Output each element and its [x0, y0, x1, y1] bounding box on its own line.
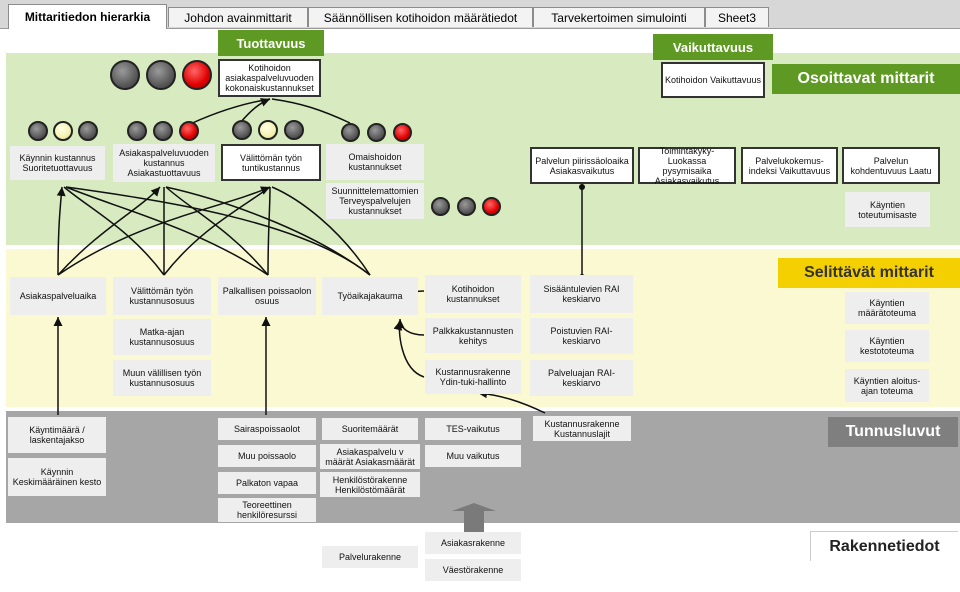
metric-palkaton-vapaa[interactable]: Palkaton vapaa — [218, 472, 316, 494]
metric-omaishoidon-kustannukset[interactable]: Omaishoidon kustannukset — [326, 144, 424, 180]
traffic-light-grey-icon — [232, 120, 252, 140]
metric-vaestorakenne[interactable]: Väestörakenne — [425, 559, 521, 581]
metric-kustannuslajit[interactable]: Kustannusrakenne Kustannuslajit — [533, 416, 631, 441]
tab-sheet3[interactable]: Sheet3 — [705, 7, 769, 27]
worksheet-canvas: Tuottavuus Vaikuttavuus Osoittavat mitta… — [0, 29, 960, 592]
metric-kayntien-maaratoteuma[interactable]: Käyntien määrätoteuma — [845, 292, 929, 324]
traffic-light-grey-icon — [431, 197, 450, 216]
traffic-light-grey-icon — [146, 60, 176, 90]
selittavat-mittarit-header: Selittävät mittarit — [778, 258, 960, 288]
traffic-light-yellow-icon — [53, 121, 73, 141]
metric-palkkakustannusten-kehitys[interactable]: Palkkakustannusten kehitys — [425, 318, 521, 353]
metric-suoritemaarat[interactable]: Suoritemäärät — [322, 418, 418, 440]
metric-kayntimaara[interactable]: Käyntimäärä / laskentajakso — [8, 417, 106, 453]
metric-kustannusrakenne-ydin[interactable]: Kustannusrakenne Ydin-tuki-hallinto — [425, 360, 521, 394]
osoittavat-mittarit-header: Osoittavat mittarit — [772, 64, 960, 94]
traffic-light-red-icon — [393, 123, 412, 142]
metric-kokonaiskustannukset[interactable]: Kotihoidon asiakaspalveluvuoden kokonais… — [218, 59, 321, 97]
metric-poistuvien-rai[interactable]: Poistuvien RAI-keskiarvo — [530, 318, 633, 354]
metric-asiakaspalveluvuoden-kustannus[interactable]: Asiakaspalveluvuoden kustannus Asiakastu… — [113, 144, 215, 182]
metric-palveluajan-rai[interactable]: Palveluajan RAI-keskiarvo — [530, 360, 633, 396]
metric-suunnittelemattomien[interactable]: Suunnittelemattomien Terveyspalvelujen k… — [326, 183, 424, 219]
tunnusluvut-header: Tunnusluvut — [828, 417, 958, 447]
metric-muu-vaikutus[interactable]: Muu vaikutus — [425, 445, 521, 467]
traffic-light-red-icon — [179, 121, 199, 141]
tab-saannollisen-kotihoidon[interactable]: Säännöllisen kotihoidon määrätiedot — [308, 7, 533, 27]
metric-asiakasmaarat[interactable]: Asiakaspalvelu v määrät Asiakasmäärät — [320, 444, 420, 469]
traffic-light-grey-icon — [341, 123, 360, 142]
metric-kayntien-aloitusajan[interactable]: Käyntien aloitus-ajan toteuma — [845, 369, 929, 402]
metric-muun-valillisen[interactable]: Muun välillisen työn kustannusosuus — [113, 360, 211, 396]
metric-kayntien-toteutumisaste[interactable]: Käyntien toteutumisaste — [845, 192, 930, 227]
tab-mittaritiedon-hierarkia[interactable]: Mittaritiedon hierarkia — [8, 4, 167, 29]
traffic-light-grey-icon — [367, 123, 386, 142]
metric-palvelun-kohdentuvuus[interactable]: Palvelun kohdentuvuus Laatu — [842, 147, 940, 184]
traffic-light-grey-icon — [284, 120, 304, 140]
metric-matka-ajan-kustannusosuus[interactable]: Matka-ajan kustannusosuus — [113, 319, 211, 355]
traffic-light-grey-icon — [127, 121, 147, 141]
metric-piirissaoloaika[interactable]: Palvelun piirissäoloaika Asiakasvaikutus — [530, 147, 634, 184]
metric-asiakaspalveluaika[interactable]: Asiakaspalveluaika — [10, 277, 106, 315]
metric-tyoaikajakauma[interactable]: Työaikajakauma — [322, 277, 418, 315]
metric-kotihoidon-vaikuttavuus[interactable]: Kotihoidon Vaikuttavuus — [661, 62, 765, 98]
vaikuttavuus-header: Vaikuttavuus — [653, 34, 773, 60]
traffic-light-grey-icon — [153, 121, 173, 141]
tab-johdon-avainmittarit[interactable]: Johdon avainmittarit — [168, 7, 308, 27]
traffic-light-red-icon — [482, 197, 501, 216]
metric-kaynnin-kustannus[interactable]: Käynnin kustannus Suoritetuottavuus — [10, 146, 105, 180]
metric-palvelurakenne[interactable]: Palvelurakenne — [322, 546, 418, 568]
metric-teoreettinen-henkiloresurssi[interactable]: Teoreettinen henkilöresurssi — [218, 498, 316, 522]
metric-valittoman-tuntikustannus[interactable]: Välittömän työn tuntikustannus — [221, 144, 321, 181]
metric-keskimaarainen-kesto[interactable]: Käynnin Keskimääräinen kesto — [8, 458, 106, 496]
traffic-light-grey-icon — [110, 60, 140, 90]
traffic-light-yellow-icon — [258, 120, 278, 140]
metric-muu-poissaolo[interactable]: Muu poissaolo — [218, 445, 316, 467]
metric-sisaantulevien-rai[interactable]: Sisääntulevien RAI keskiarvo — [530, 275, 633, 313]
metric-palkallisen-poissaolon[interactable]: Palkallisen poissaolon osuus — [218, 277, 316, 315]
metric-asiakasrakenne[interactable]: Asiakasrakenne — [425, 532, 521, 554]
metric-henkilostorakenne[interactable]: Henkilöstörakenne Henkilöstömäärät — [320, 472, 420, 497]
tab-tarvekertoimen-simulointi[interactable]: Tarvekertoimen simulointi — [533, 7, 705, 27]
metric-valittoman-kustannusosuus[interactable]: Välittömän työn kustannusosuus — [113, 277, 211, 315]
metric-kotihoidon-kustannukset[interactable]: Kotihoidon kustannukset — [425, 275, 521, 313]
traffic-light-grey-icon — [457, 197, 476, 216]
metric-tes-vaikutus[interactable]: TES-vaikutus — [425, 418, 521, 440]
traffic-light-red-icon — [182, 60, 212, 90]
metric-palvelukokemusindeksi[interactable]: Palvelukokemus-indeksi Vaikuttavuus — [741, 147, 838, 184]
tuottavuus-header: Tuottavuus — [218, 30, 324, 56]
sheet-tab-bar: Mittaritiedon hierarkia Johdon avainmitt… — [0, 0, 960, 29]
metric-toimintakyky[interactable]: Toimintakyky-Luokassa pysymisaika Asiaka… — [638, 146, 736, 186]
metric-sairaspoissaolot[interactable]: Sairaspoissaolot — [218, 418, 316, 440]
rakennetiedot-header: Rakennetiedot — [810, 531, 958, 561]
traffic-light-grey-icon — [78, 121, 98, 141]
metric-kayntien-kestototeuma[interactable]: Käyntien kestototeuma — [845, 330, 929, 362]
traffic-light-grey-icon — [28, 121, 48, 141]
